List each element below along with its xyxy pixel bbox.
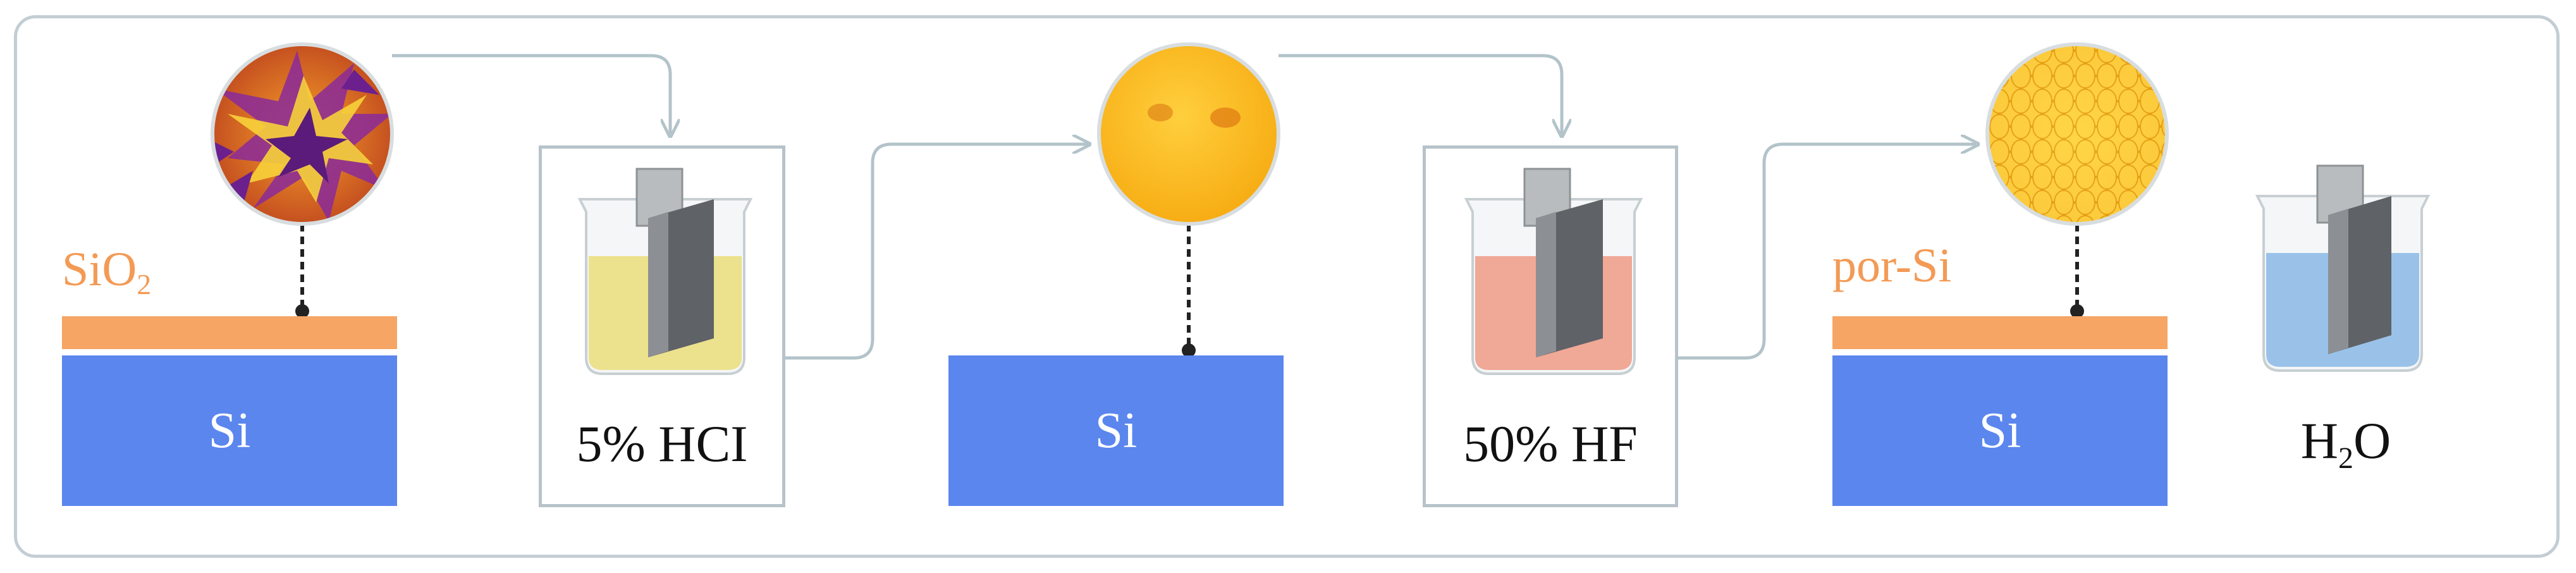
hcl-label: 5% HCI	[576, 415, 748, 472]
beaker-hf-icon	[1464, 168, 1643, 375]
water-label-h: H	[2300, 412, 2338, 469]
si-substrate-2-label: Si	[1095, 402, 1138, 459]
hf-label: 50% HF	[1463, 415, 1638, 472]
water-label-subscript: 2	[2338, 441, 2353, 475]
water-label-o: O	[2353, 412, 2391, 469]
beaker-hcl-icon	[577, 168, 753, 375]
si-substrate-1: Si	[62, 355, 397, 506]
si-substrate-3-label: Si	[1978, 402, 2021, 459]
hcl-etch-box: 5% HCI	[539, 145, 785, 507]
sio2-layer	[62, 316, 397, 349]
sio2-label-subscript: 2	[137, 268, 152, 300]
si-substrate-3: Si	[1832, 355, 2168, 506]
hf-etch-box: 50% HF	[1423, 145, 1678, 507]
por-si-layer	[1832, 316, 2168, 349]
water-label: H2O	[2276, 411, 2415, 476]
sio2-label: SiO2	[62, 245, 151, 299]
por-si-label: por-Si	[1832, 239, 1952, 292]
sio2-label-main: SiO	[62, 243, 137, 296]
si-substrate-1-label: Si	[208, 402, 251, 459]
diagram-frame	[14, 15, 2560, 558]
si-substrate-2: Si	[948, 355, 1284, 506]
